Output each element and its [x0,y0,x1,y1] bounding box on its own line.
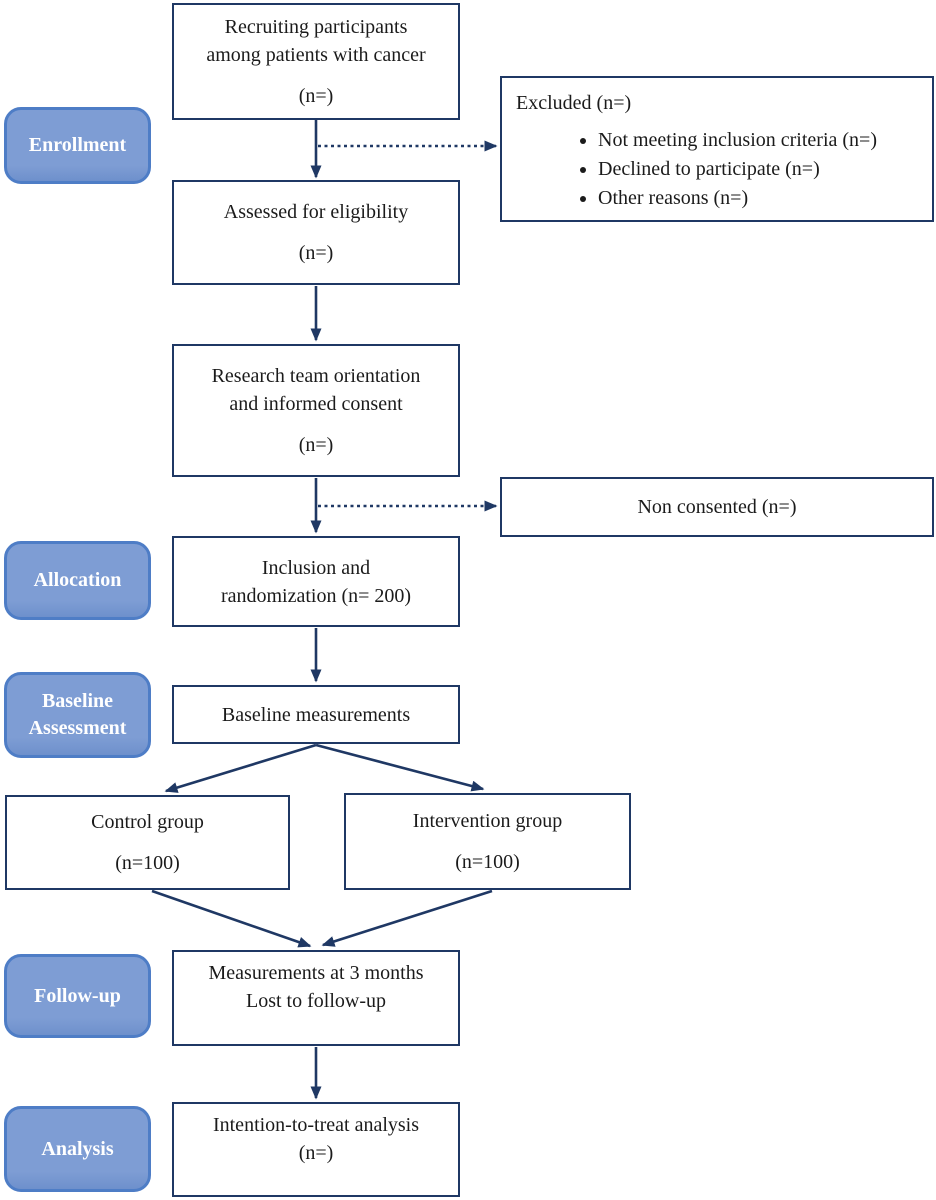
non-consented-box: Non consented (n=) [500,477,934,537]
excluded-item: Other reasons (n=) [598,184,877,213]
followup-measurements-box: Measurements at 3 months Lost to follow-… [172,950,460,1046]
control-group-box: Control group (n=100) [5,795,290,890]
excluded-item: Not meeting inclusion criteria (n=) [598,126,877,155]
stage-badge-baseline-assessment: Baseline Assessment [4,672,151,758]
randomization-title: Inclusion and randomization (n= 200) [220,556,412,607]
recruiting-title: Recruiting participants among patients w… [206,16,426,66]
excluded-item: Declined to participate (n=) [598,155,877,184]
baseline-measurements-box: Baseline measurements [172,685,460,744]
assessed-title: Assessed for eligibility [223,201,409,223]
arrow-control-to-followup [151,889,312,948]
stage-badge-analysis-label: Analysis [41,1137,114,1160]
control-group-title: Control group [91,811,204,833]
stage-badge-enrollment: Enrollment [4,107,151,184]
excluded-list: Not meeting inclusion criteria (n=)Decli… [516,126,877,213]
orientation-n: (n=) [298,434,334,456]
arrow-intervention-to-followup [321,889,493,947]
excluded-box: Excluded (n=) Not meeting inclusion crit… [500,76,934,222]
stage-badge-allocation: Allocation [4,541,151,620]
control-group-n: (n=100) [115,852,180,874]
intervention-group-title: Intervention group [412,810,563,832]
stage-badge-allocation-label: Allocation [33,569,122,591]
arrow-baseline-to-control [164,743,317,793]
assessed-n: (n=) [298,242,334,264]
followup-measurements-title: Measurements at 3 months Lost to follow-… [208,962,424,1012]
recruiting-box: Recruiting participants among patients w… [172,3,460,120]
orientation-title: Research team orientation and informed c… [211,365,421,415]
baseline-measurements-title: Baseline measurements [221,703,411,726]
intervention-group-box: Intervention group (n=100) [344,793,631,890]
recruiting-n: (n=) [298,85,334,107]
stage-badge-followup: Follow-up [4,954,151,1038]
assessed-box: Assessed for eligibility (n=) [172,180,460,285]
orientation-box: Research team orientation and informed c… [172,344,460,477]
arrow-baseline-to-intervention [315,743,485,792]
non-consented-title: Non consented (n=) [637,496,797,518]
itt-analysis-box: Intention-to-treat analysis (n=) [172,1102,460,1197]
stage-badge-enrollment-label: Enrollment [28,134,127,156]
excluded-title: Excluded (n=) [516,92,632,114]
itt-analysis-title: Intention-to-treat analysis (n=) [212,1114,420,1164]
stage-badge-baseline-assessment-label: Baseline Assessment [28,690,127,739]
intervention-group-n: (n=100) [455,851,520,873]
stage-badge-followup-label: Follow-up [34,984,121,1007]
stage-badge-analysis: Analysis [4,1106,151,1192]
randomization-box: Inclusion and randomization (n= 200) [172,536,460,627]
